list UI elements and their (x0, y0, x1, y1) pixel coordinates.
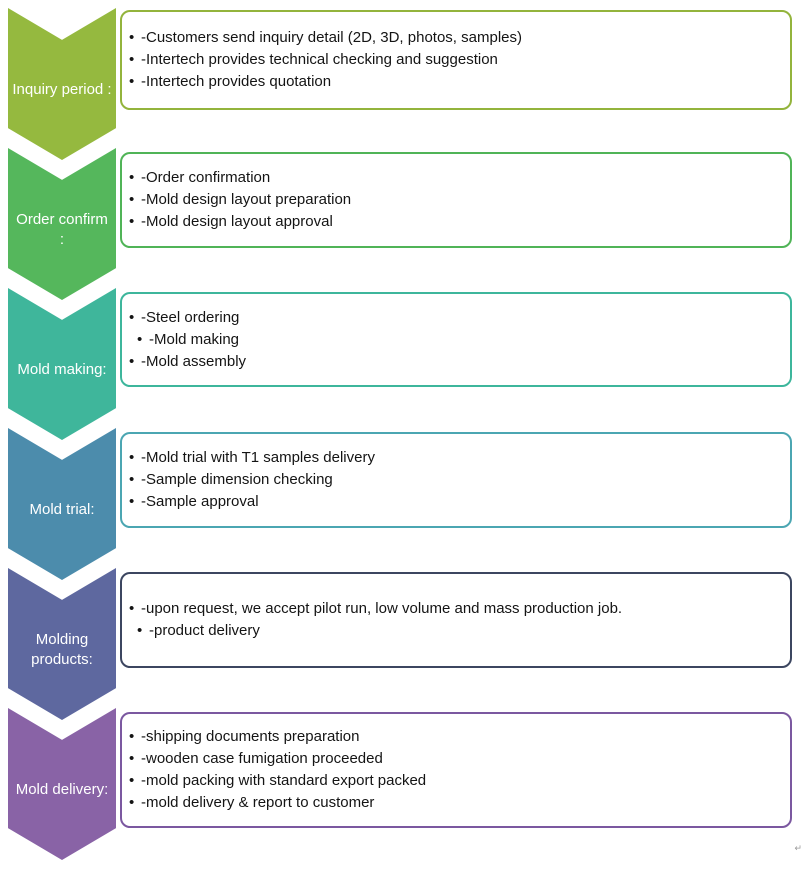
bullet-item: • -shipping documents preparation (129, 726, 426, 748)
stray-return-mark: ↵ (794, 843, 802, 853)
bullet-item: • -upon request, we accept pilot run, low… (129, 598, 622, 620)
order-confirm-chevron-arrow: Order confirm : (8, 148, 116, 300)
bullet-item: • -Sample approval (129, 491, 375, 513)
bullet-icon: • (137, 330, 143, 348)
step-label: Inquiry period : (12, 81, 112, 99)
mold-delivery-details-box: • -shipping documents preparation • -woode… (120, 712, 792, 828)
step-label: Mold trial: (29, 501, 95, 519)
order-confirm-details-box: • -Order confirmation • -Mold design layou… (120, 152, 792, 248)
bullet-text: -upon request, we accept pilot run, low … (141, 600, 623, 617)
bullet-text: -Mold trial with T1 samples delivery (141, 449, 375, 466)
step-label: Mold delivery: (15, 781, 109, 799)
bullet-icon: • (129, 772, 135, 789)
step-label: Mold making: (17, 361, 107, 379)
bullet-item: • -mold delivery & report to customer (129, 792, 426, 814)
bullet-icon: • (137, 622, 143, 639)
bullet-list: •-Mold trial with T1 samples delivery •-… (122, 447, 383, 513)
bullet-icon: • (129, 750, 135, 767)
bullet-item: • -Steel ordering (129, 307, 246, 329)
bullet-text: -mold delivery & report to customer (141, 794, 375, 811)
bullet-list: • -Customers send inquiry detail (2D, 3D,… (122, 27, 530, 93)
bullet-text: -wooden case fumigation proceeded (141, 750, 383, 767)
bullet-icon: • (129, 794, 135, 811)
bullet-text: -mold packing with standard export packe… (141, 772, 427, 789)
bullet-text: -Mold assembly (141, 352, 247, 370)
bullet-item: • -mold packing with standard export pack… (129, 770, 426, 792)
bullet-text: -Mold design layout preparation (141, 191, 352, 208)
molding-products-chevron-arrow: Molding products: (8, 568, 116, 720)
bullet-text: -Sample approval (141, 493, 259, 510)
mold-trial-details-box: •-Mold trial with T1 samples delivery •-… (120, 432, 792, 528)
bullet-list: • -Order confirmation • -Mold design layou… (122, 167, 359, 233)
bullet-item: • -Customers send inquiry detail (2D, 3D,… (129, 27, 522, 49)
mold-delivery-chevron-arrow: Mold delivery: (8, 708, 116, 860)
bullet-icon: • (129, 728, 135, 745)
bullet-text: -Steel ordering (141, 308, 240, 326)
step-label: Molding products: (31, 631, 93, 669)
bullet-item: • -product delivery (137, 620, 622, 642)
bullet-icon: • (129, 213, 135, 230)
bullet-icon: • (129, 29, 135, 46)
bullet-text: -Intertech provides quotation (141, 73, 332, 90)
bullet-item: • -Intertech provides quotation (129, 71, 522, 93)
bullet-text: -product delivery (149, 622, 260, 639)
bullet-list: • -upon request, we accept pilot run, low… (122, 598, 630, 642)
bullet-text: -Mold making (149, 330, 240, 348)
bullet-text: -Mold design layout approval (141, 213, 333, 230)
bullet-icon: • (129, 352, 135, 370)
bullet-text: -Intertech provides technical checking a… (141, 51, 498, 68)
mold-making-chevron-arrow: Mold making: (8, 288, 116, 440)
step-label: Order confirm : (16, 211, 108, 249)
bullet-icon: • (129, 493, 135, 510)
bullet-item: • -Intertech provides technical checking … (129, 49, 522, 71)
mold-trial-chevron-arrow: Mold trial: (8, 428, 116, 580)
bullet-item: • -Mold making (137, 329, 246, 351)
bullet-item: • -Mold design layout preparation (129, 189, 351, 211)
bullet-icon: • (129, 600, 135, 617)
bullet-icon: • (129, 449, 135, 466)
mold-making-details-box: • -Steel ordering • -Mold making • -Mold as… (120, 292, 792, 387)
bullet-icon: • (129, 169, 135, 186)
bullet-item: • -wooden case fumigation proceeded (129, 748, 426, 770)
inquiry-period-chevron-arrow: Inquiry period : (8, 8, 116, 160)
bullet-text: -shipping documents preparation (141, 728, 360, 745)
bullet-icon: • (129, 191, 135, 208)
bullet-icon: • (129, 73, 135, 90)
molding-products-details-box: • -upon request, we accept pilot run, low… (120, 572, 792, 668)
bullet-icon: • (129, 51, 135, 68)
bullet-item: • -Mold design layout approval (129, 211, 351, 233)
bullet-list: • -shipping documents preparation • -woode… (122, 726, 434, 814)
bullet-item: • -Sample dimension checking (129, 469, 375, 491)
bullet-item: • -Mold trial with T1 samples delivery (129, 447, 375, 469)
inquiry-period-details-box: • -Customers send inquiry detail (2D, 3D,… (120, 10, 792, 110)
bullet-icon: • (129, 471, 135, 488)
bullet-item: • -Mold assembly (129, 351, 246, 373)
bullet-icon: • (129, 308, 135, 326)
bullet-text: -Order confirmation (141, 169, 271, 186)
bullet-text: -Sample dimension checking (141, 471, 333, 488)
bullet-text: -Customers send inquiry detail (2D, 3D, … (141, 29, 522, 46)
bullet-list: • -Steel ordering • -Mold making • -Mold as… (122, 307, 254, 373)
bullet-item: • -Order confirmation (129, 167, 351, 189)
